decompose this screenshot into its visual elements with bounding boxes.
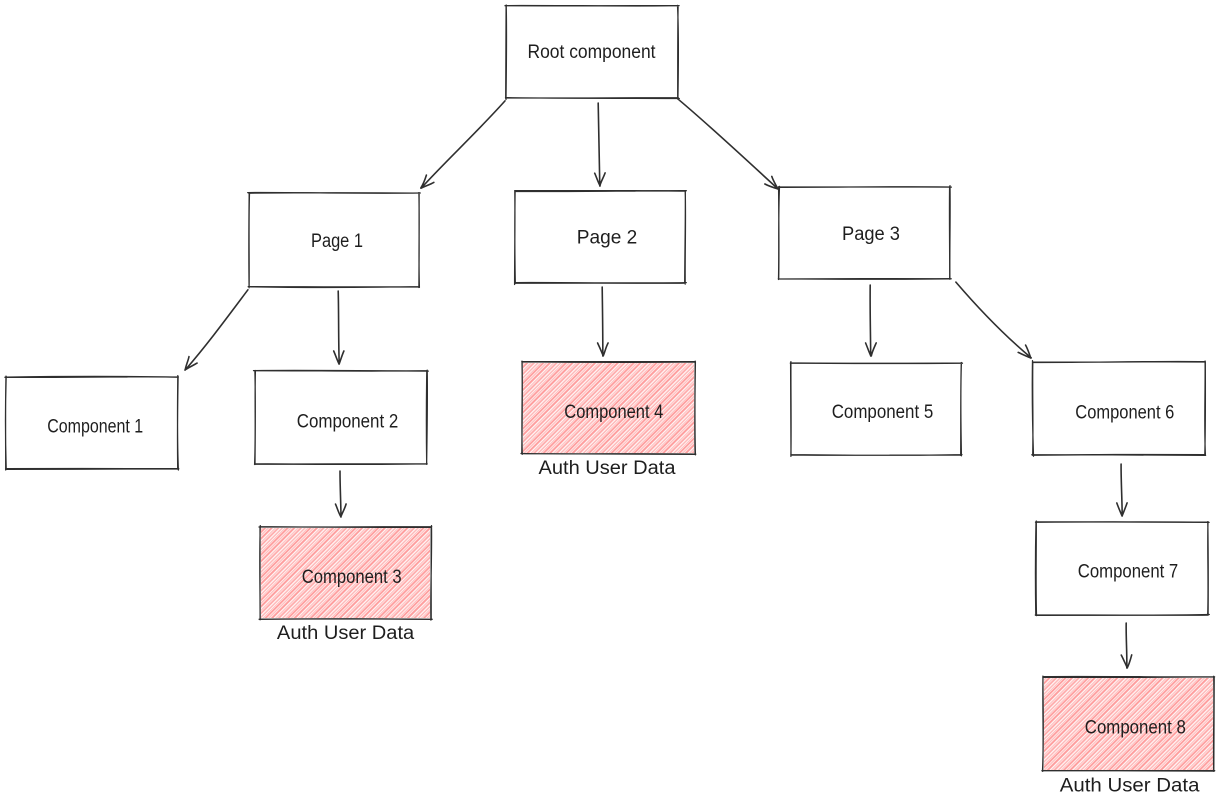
svg-text:Auth User Data: Auth User Data bbox=[539, 458, 676, 479]
svg-text:Root component: Root component bbox=[528, 42, 657, 63]
svg-text:Page 3: Page 3 bbox=[842, 224, 900, 245]
svg-text:Component 4: Component 4 bbox=[564, 402, 663, 423]
svg-text:Page 2: Page 2 bbox=[577, 227, 638, 248]
svg-text:Component 1: Component 1 bbox=[47, 416, 143, 437]
svg-text:Component 6: Component 6 bbox=[1075, 402, 1174, 423]
svg-text:Component 2: Component 2 bbox=[297, 412, 399, 433]
svg-text:Page 1: Page 1 bbox=[311, 231, 363, 252]
svg-text:Component 5: Component 5 bbox=[832, 402, 934, 423]
svg-text:Auth User Data: Auth User Data bbox=[1060, 775, 1200, 796]
svg-text:Auth User Data: Auth User Data bbox=[277, 623, 415, 644]
svg-text:Component 3: Component 3 bbox=[302, 567, 402, 588]
svg-text:Component 7: Component 7 bbox=[1078, 562, 1179, 583]
svg-text:Component 8: Component 8 bbox=[1085, 717, 1186, 738]
